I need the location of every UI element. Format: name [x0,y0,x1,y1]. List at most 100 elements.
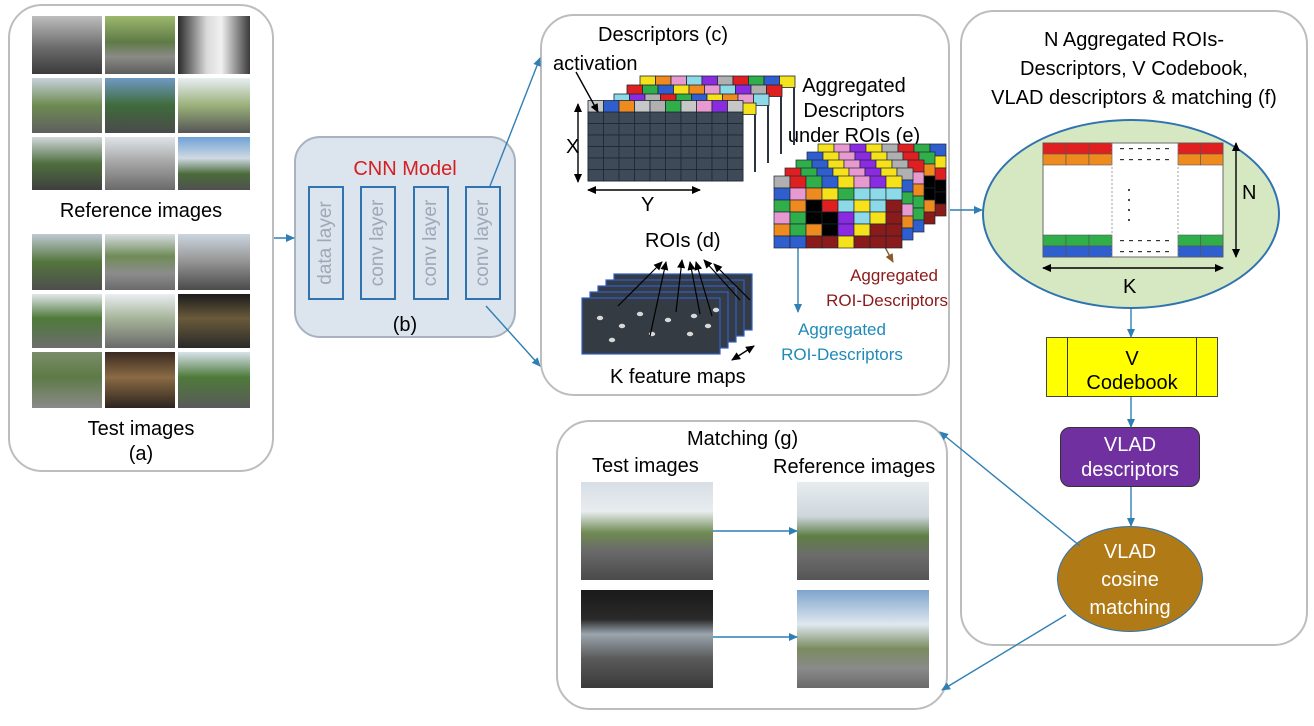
tensor-cell [696,111,713,124]
conv-layer-2: conv layer [413,186,449,300]
matrix-ellipsis-dot [1127,198,1131,202]
aggregated-cell [885,199,903,213]
tensor-cell [649,146,666,159]
matrix-dash [1165,251,1169,253]
test-image [105,294,175,348]
arrow-cnn-to-feature-maps [485,305,541,367]
matrix-cell [1177,245,1201,258]
aggregated-cell [821,187,839,201]
aggregated-cell [821,199,839,213]
roi-arrow [687,261,701,315]
roi-descriptor-matrix [1042,142,1224,258]
tensor-cell [618,169,635,182]
test-image [105,352,175,408]
feature-maps-depth-arrow [731,345,755,361]
aggregated-cell [869,223,887,237]
aggregated-cell [869,187,887,201]
aggregated-cell [773,211,791,225]
matrix-dash [1156,159,1160,161]
aggregated-cell [885,175,903,189]
matching-title: Matching (g) [687,428,799,450]
reference-images-label: Reference images [59,200,223,222]
matrix-dash [1147,251,1151,253]
aggregated-cell [837,199,855,213]
matrix-dash [1165,159,1169,161]
tensor-cell [696,169,713,182]
test-image [32,294,102,348]
matrix-ellipsis-dot [1127,188,1131,192]
aggregated-cell [773,223,791,237]
aggregated-cell [837,235,855,249]
tensor-cell [711,123,728,136]
matrix-dash [1129,159,1133,161]
tensor-cell [727,157,744,170]
aggregated-cell [821,223,839,237]
tensor-cell [618,111,635,124]
aggregated-cell [773,187,791,201]
activation-pointer [575,71,599,113]
conv-layer-3: conv layer [465,186,501,300]
tensor-cell [711,111,728,124]
tensor-cell [665,100,682,113]
tensor-cell [680,146,697,159]
tensor-cell [680,157,697,170]
reference-image [32,78,102,133]
matrix-cell [1042,142,1067,155]
test-image [32,234,102,290]
aggregated-cell [869,175,887,189]
tensor-cell [634,146,651,159]
tensor-cell [711,134,728,147]
reference-image [178,16,250,74]
tensor-cell [696,146,713,159]
test-image [32,352,102,408]
cnn-model-title: CNN Model [353,158,457,180]
tensor-cell [727,100,744,113]
roi-spot [712,307,720,313]
matrix-cell [1088,142,1113,155]
matrix-cell [1200,142,1224,155]
tensor-cell [587,111,604,124]
matrix-cell [1065,142,1090,155]
matrix-dash [1147,148,1151,150]
roi-spot [618,323,626,329]
k-feature-maps-label: K feature maps [610,366,746,388]
aggregated-cell [853,199,871,213]
aggregated-cell [789,235,807,249]
tensor-cell [587,123,604,136]
tensor-cell [634,157,651,170]
tensor-cell [618,123,635,136]
arrow-matching-to-panel-g-top [939,431,1081,547]
tensor-cell [649,157,666,170]
tensor-cell [618,157,635,170]
tensor-cell [603,100,620,113]
tensor-cell [766,84,783,97]
aggregated-cell [853,187,871,201]
tensor-cell [618,100,635,113]
roi-spot [596,315,604,321]
feature-map [581,297,721,355]
cnn-model-box [294,136,516,338]
tensor-cell [753,93,770,106]
aggregated-cell [885,223,903,237]
roi-spot [636,311,644,317]
matrix-dimension-arrows [1042,142,1240,272]
matrix-cell [1088,245,1113,258]
tensor-cell [727,134,744,147]
aggregated-cell [773,199,791,213]
tensor-cell [665,169,682,182]
matrix-dash [1147,240,1151,242]
tensor-edge [754,114,756,172]
matrix-dash [1120,148,1124,150]
matching-reference-images-label: Reference images [773,456,936,478]
roi-arrows [617,259,751,337]
tensor-cell [665,146,682,159]
tensor-cell [711,169,728,182]
roi-spot [686,331,694,337]
tensor-cell [711,146,728,159]
matrix-dash [1129,251,1133,253]
aggregated-cell [773,235,791,249]
matrix-cell [1065,234,1090,247]
tensor-cell [603,111,620,124]
reference-image [32,16,102,74]
aggregated-descriptors-title: Aggregated Descriptors under ROIs (e) [787,75,921,147]
